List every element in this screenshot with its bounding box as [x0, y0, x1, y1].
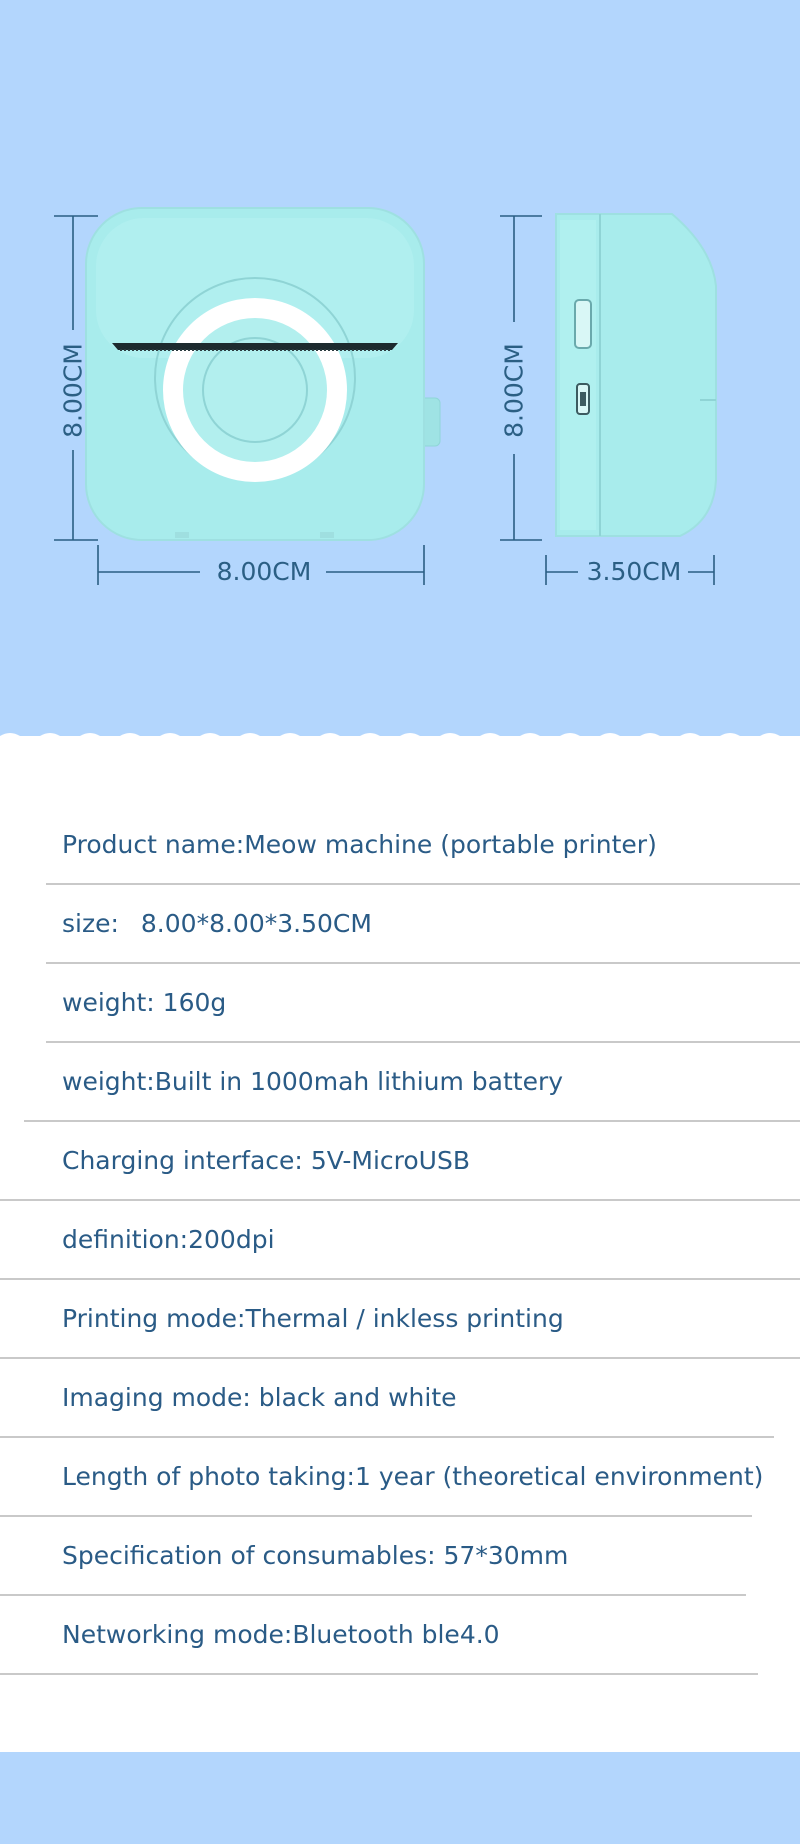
- spec-value: 200dpi: [188, 1225, 275, 1254]
- divider: [0, 1199, 800, 1201]
- spec-label: definition:: [62, 1225, 189, 1254]
- spec-value: Bluetooth ble4.0: [292, 1620, 500, 1649]
- spec-label: Product name:: [62, 830, 245, 859]
- spec-value: 160g: [162, 988, 227, 1017]
- spec-value: Thermal / inkless printing: [245, 1304, 564, 1333]
- side-height-label: 8.00CM: [499, 343, 529, 438]
- divider: [0, 1594, 746, 1596]
- divider: [46, 883, 800, 885]
- divider: [0, 1278, 800, 1280]
- spec-label: Networking mode:: [62, 1620, 293, 1649]
- spec-value: black and white: [258, 1383, 457, 1412]
- spec-row-definition: definition:200dpi: [0, 1201, 800, 1280]
- spec-sheet: Product name:Meow machine (portable prin…: [0, 733, 800, 1759]
- front-height-dimension-line: [54, 215, 98, 541]
- bottom-blue-band: [0, 1752, 800, 1844]
- front-width-label: 8.00CM: [216, 557, 312, 586]
- product-dimension-panel: 8.00CM 8.00CM 8.00CM 3.50CM: [0, 0, 800, 740]
- spec-row-consumables: Specification of consumables: 57*30mm: [0, 1517, 800, 1596]
- spec-row-product-name: Product name:Meow machine (portable prin…: [0, 806, 800, 885]
- front-view-printer: [85, 207, 441, 541]
- spec-label: Specification of consumables:: [62, 1541, 436, 1570]
- front-height-label: 8.00CM: [58, 343, 88, 438]
- side-depth-dimension-line: [545, 555, 715, 585]
- spec-row-battery: weight:Built in 1000mah lithium battery: [0, 1043, 800, 1122]
- spec-row-charging-interface: Charging interface: 5V-MicroUSB: [0, 1122, 800, 1201]
- spec-value: Built in 1000mah lithium battery: [154, 1067, 564, 1096]
- spec-label: Imaging mode:: [62, 1383, 251, 1412]
- spec-value: 1 year (theoretical environment): [354, 1462, 764, 1491]
- spec-label: Printing mode:: [62, 1304, 246, 1333]
- divider: [46, 962, 800, 964]
- spec-row-printing-mode: Printing mode:Thermal / inkless printing: [0, 1280, 800, 1359]
- side-height-dimension-line: [500, 215, 542, 541]
- spec-value: 57*30mm: [443, 1541, 569, 1570]
- side-view-printer: [555, 213, 717, 537]
- divider: [0, 1515, 752, 1517]
- divider: [0, 1357, 800, 1359]
- divider: [0, 1436, 774, 1438]
- side-depth-label: 3.50CM: [586, 557, 682, 586]
- spec-value: 5V-MicroUSB: [310, 1146, 470, 1175]
- printer-diagram: [54, 207, 717, 585]
- spec-label: Charging interface:: [62, 1146, 303, 1175]
- spec-row-size: size: 8.00*8.00*3.50CM: [0, 885, 800, 964]
- spec-value: 8.00*8.00*3.50CM: [140, 909, 372, 938]
- spec-label: size:: [62, 909, 119, 938]
- spec-value: Meow machine (portable printer): [244, 830, 657, 859]
- top-wavy-edge: [0, 733, 800, 742]
- front-width-dimension-line: [97, 545, 425, 585]
- spec-row-weight: weight: 160g: [0, 964, 800, 1043]
- spec-label: Length of photo taking:: [62, 1462, 355, 1491]
- divider: [46, 1041, 800, 1043]
- spec-row-networking-mode: Networking mode:Bluetooth ble4.0: [0, 1596, 800, 1675]
- spec-label: weight:: [62, 988, 155, 1017]
- spec-row-imaging-mode: Imaging mode: black and white: [0, 1359, 800, 1438]
- spec-row-photo-taking-length: Length of photo taking:1 year (theoretic…: [0, 1438, 800, 1517]
- divider: [24, 1120, 800, 1122]
- spec-label: weight:: [62, 1067, 155, 1096]
- divider: [0, 1673, 758, 1675]
